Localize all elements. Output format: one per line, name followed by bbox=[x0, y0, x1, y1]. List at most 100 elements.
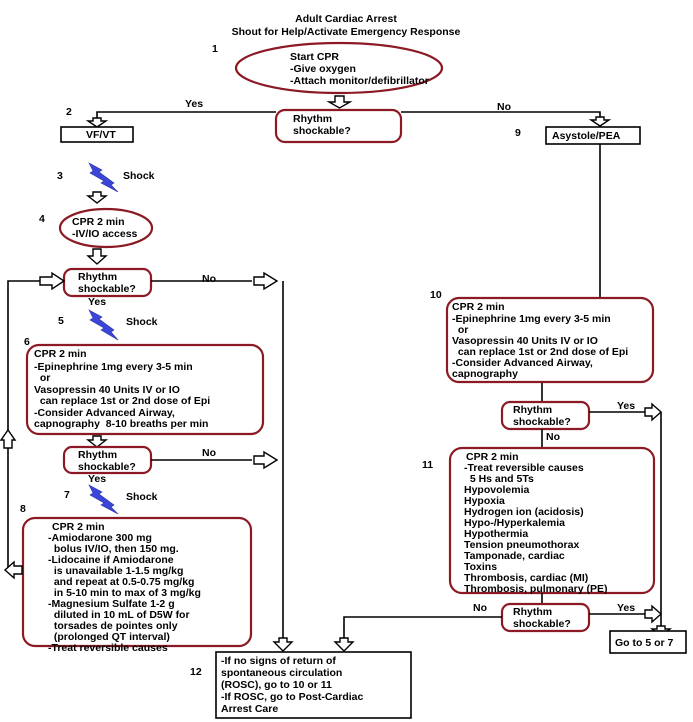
node11-line4: Hypovolemia bbox=[464, 484, 530, 496]
decision-right1-line2: shockable? bbox=[513, 416, 571, 428]
step-number-9: 9 bbox=[515, 127, 521, 139]
down-arrow-icon bbox=[326, 95, 353, 109]
down-arrow-icon bbox=[85, 191, 109, 204]
decision-right1-no: No bbox=[546, 431, 560, 443]
down-arrow-icon bbox=[588, 116, 612, 127]
right-arrow-icon bbox=[644, 402, 663, 422]
node11-line2: -Treat reversible causes bbox=[464, 462, 584, 474]
start-cpr-line2: -Give oxygen bbox=[290, 63, 356, 75]
down-arrow-icon bbox=[272, 637, 294, 652]
asystole-pea-label: Asystole/PEA bbox=[552, 130, 621, 142]
rhythm-shockable-decision-top bbox=[274, 108, 403, 144]
node6-line7: capnography 8-10 breaths per min bbox=[34, 418, 208, 430]
decision-top-no: No bbox=[497, 101, 511, 113]
decision-right1-yes: Yes bbox=[617, 400, 635, 412]
cpr-epinephrine-node-10 bbox=[445, 296, 655, 384]
node11-line9: Tension pneumothorax bbox=[464, 539, 579, 551]
decision-left1-line1: Rhythm bbox=[78, 271, 117, 283]
node8-line3: bolus IV/IO, then 150 mg. bbox=[48, 543, 179, 555]
decision-left2-yes: Yes bbox=[88, 473, 106, 485]
node8-line5: is unavailable 1-1.5 mg/kg bbox=[48, 565, 183, 577]
step-number-4: 4 bbox=[39, 213, 45, 225]
shock-label-5: Shock bbox=[126, 316, 158, 328]
no-connector-top bbox=[401, 111, 601, 120]
node12-line4: -If ROSC, go to Post-Cardiac bbox=[221, 691, 364, 703]
node8-line9: diluted in 10 mL of D5W for bbox=[48, 609, 190, 621]
step-number-3: 3 bbox=[57, 170, 63, 182]
node4-line2: -IV/IO access bbox=[72, 228, 138, 240]
decision-left1-line2: shockable? bbox=[78, 283, 136, 295]
node11-line10: Tamponade, cardiac bbox=[464, 550, 565, 562]
decision-top-yes: Yes bbox=[185, 98, 203, 110]
node10-line6: -Consider Advanced Airway, bbox=[452, 357, 593, 369]
step-number-1: 1 bbox=[212, 43, 218, 55]
decision-right2-yes: Yes bbox=[617, 602, 635, 614]
node8-line12: -Treat reversible causes bbox=[48, 642, 168, 654]
node11-line1: CPR 2 min bbox=[466, 451, 519, 463]
left-arrow-icon bbox=[3, 560, 23, 580]
node8-line2: -Amiodarone 300 mg bbox=[48, 532, 152, 544]
node8-line8: -Magnesium Sulfate 1-2 g bbox=[48, 598, 175, 610]
node8-line10: torsades de pointes only bbox=[48, 620, 178, 632]
start-cpr-node bbox=[234, 41, 444, 95]
lightning-bolt-icon bbox=[88, 484, 119, 515]
node6-line4: Vasopressin 40 Units IV or IO bbox=[34, 384, 180, 396]
node10-line7: capnography bbox=[452, 368, 518, 380]
node11-line8: Hypothermia bbox=[464, 528, 528, 540]
cpr-iv-access-node bbox=[58, 207, 154, 249]
step-number-5: 5 bbox=[58, 315, 64, 327]
decision-top-line1: Rhythm bbox=[293, 113, 332, 125]
decision-left2-line2: shockable? bbox=[78, 461, 136, 473]
node10-line4: Vasopressin 40 Units IV or IO bbox=[452, 335, 598, 347]
right-arrow-icon bbox=[253, 271, 279, 291]
node6-line5: can replace 1st or 2nd dose of Epi bbox=[34, 395, 210, 407]
node8-line1: CPR 2 min bbox=[52, 521, 105, 533]
node6-line6: -Consider Advanced Airway, bbox=[34, 407, 175, 419]
node6-line3: or bbox=[34, 372, 50, 384]
node4-line1: CPR 2 min bbox=[72, 216, 125, 228]
node12-line5: Arrest Care bbox=[221, 703, 278, 715]
title-line2: Shout for Help/Activate Emergency Respon… bbox=[232, 26, 461, 38]
decision-right1-line1: Rhythm bbox=[513, 404, 552, 416]
decision-top-line2: shockable? bbox=[293, 125, 351, 137]
step-number-11: 11 bbox=[422, 459, 433, 471]
node6-line2: -Epinephrine 1mg every 3-5 min bbox=[34, 361, 193, 373]
rhythm-shockable-decision-right1 bbox=[500, 400, 591, 431]
node8-line11: (prolonged QT interval) bbox=[48, 631, 170, 643]
node11-line13: Thrombosis, pulmonary (PE) bbox=[464, 583, 608, 595]
rhythm-shockable-decision-left1 bbox=[62, 267, 153, 298]
step-number-10: 10 bbox=[430, 289, 442, 301]
node12-line1: -If no signs of return of bbox=[221, 655, 336, 667]
cpr-antiarrhythmic-node-8 bbox=[21, 516, 253, 648]
go-to-5-or-7-label: Go to 5 or 7 bbox=[615, 637, 674, 649]
start-cpr-line3: -Attach monitor/defibrillator bbox=[290, 75, 429, 87]
cpr-reversible-causes-node-11 bbox=[448, 446, 656, 595]
asystole-pea-box bbox=[545, 126, 641, 145]
decision-right2-line1: Rhythm bbox=[513, 606, 552, 618]
decision-left1-yes: Yes bbox=[88, 296, 106, 308]
node11-line11: Toxins bbox=[464, 561, 497, 573]
step-number-8: 8 bbox=[20, 503, 26, 515]
node12-line2: spontaneous circulation bbox=[221, 667, 342, 679]
lightning-bolt-icon bbox=[88, 162, 119, 193]
right-arrow-icon bbox=[39, 271, 66, 291]
loop-connector-left bbox=[7, 280, 40, 570]
lightning-bolt-icon bbox=[88, 309, 119, 341]
right-arrow-icon bbox=[644, 604, 663, 624]
up-arrow-icon bbox=[0, 428, 17, 449]
vf-vt-label: VF/VT bbox=[86, 129, 116, 141]
shock-label-7: Shock bbox=[126, 491, 158, 503]
node8-line6: and repeat at 0.5-0.75 mg/kg bbox=[48, 576, 194, 588]
yes-connector-top bbox=[96, 111, 276, 122]
node6-line1: CPR 2 min bbox=[34, 348, 87, 360]
node8-line4: -Lidocaine if Amiodarone bbox=[48, 554, 174, 566]
vf-vt-box bbox=[60, 126, 134, 143]
node11-line12: Thrombosis, cardiac (MI) bbox=[464, 572, 588, 584]
title-line1: Adult Cardiac Arrest bbox=[295, 13, 397, 25]
node11-line5: Hypoxia bbox=[464, 495, 505, 507]
node10-line5: can replace 1st or 2nd dose of Epi bbox=[452, 346, 628, 358]
step-number-2: 2 bbox=[66, 106, 72, 118]
no-connector-right2 bbox=[343, 616, 502, 640]
decision-left2-line1: Rhythm bbox=[78, 449, 117, 461]
